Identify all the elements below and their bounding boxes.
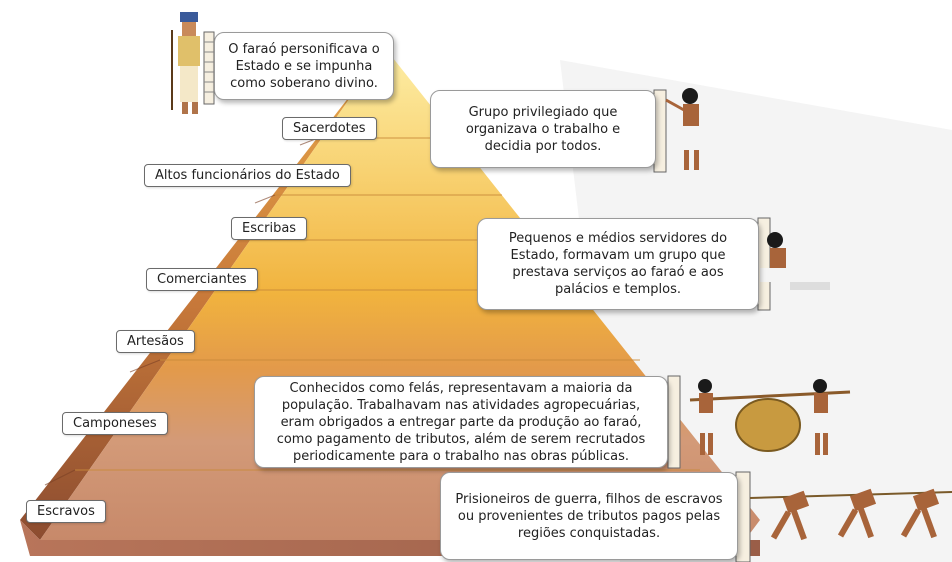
- level-label-comerciantes: Comerciantes: [146, 268, 258, 291]
- level-label-escribas: Escribas: [231, 217, 308, 240]
- peasants-figure: [667, 375, 851, 469]
- slaves-figure: [735, 471, 952, 562]
- level-label-artesaos: Artesãos: [116, 330, 195, 353]
- scroll-roll-icon: [203, 31, 215, 105]
- description-escravos: Prisioneiros de guerra, filhos de escrav…: [440, 472, 738, 560]
- level-label-escravos: Escravos: [26, 500, 106, 523]
- level-label-altos-funcionarios: Altos funcionários do Estado: [144, 164, 351, 187]
- description-sacerdotes: Grupo privilegiado que organizava o trab…: [430, 90, 656, 168]
- description-farao: O faraó personificava o Estado e se impu…: [214, 32, 394, 100]
- level-label-camponeses: Camponeses: [62, 412, 168, 435]
- scribe-figure: [757, 217, 830, 311]
- description-escribas: Pequenos e médios servidores do Estado, …: [477, 218, 759, 310]
- level-label-sacerdotes: Sacerdotes: [282, 117, 377, 140]
- pharaoh-figure: [171, 12, 200, 114]
- description-camponeses: Conhecidos como felás, representavam a m…: [254, 376, 668, 468]
- priest-figure: [653, 88, 700, 173]
